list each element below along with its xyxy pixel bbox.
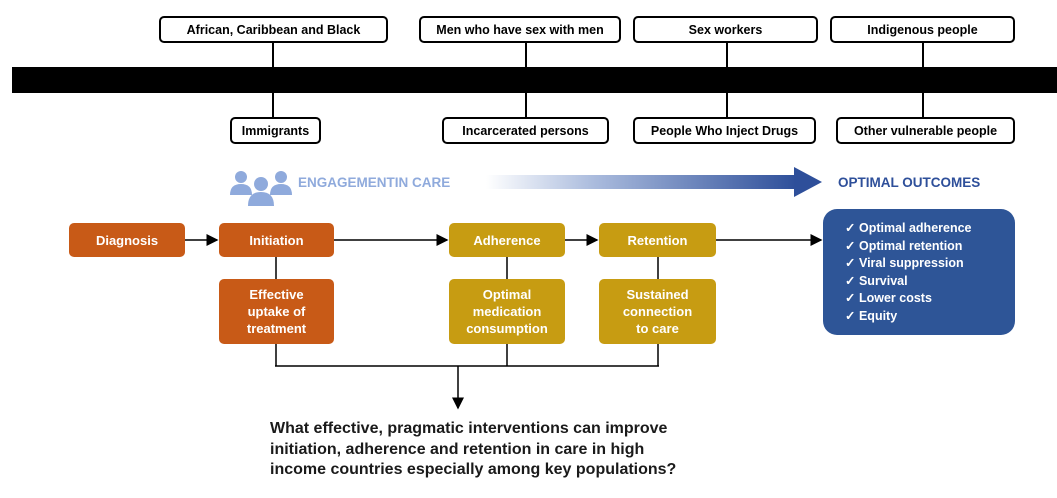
population-label: People Who Inject Drugs	[633, 117, 816, 144]
outcome-item: ✓ Optimal adherence	[845, 221, 972, 235]
outcome-item: ✓ Optimal retention	[845, 238, 963, 253]
population-bar	[12, 67, 1057, 93]
population-label: African, Caribbean and Black	[159, 16, 388, 43]
outcome-item: ✓ Viral suppression	[845, 256, 964, 270]
stage-retention: Retention	[599, 223, 716, 257]
result-initiation: Effective uptake of treatment	[219, 279, 334, 344]
population-label: Incarcerated persons	[442, 117, 609, 144]
population-label: Indigenous people	[830, 16, 1015, 43]
research-question: What effective, pragmatic interventions …	[270, 420, 677, 478]
result-adherence: Optimal medication consumption	[449, 279, 565, 344]
population-label: Men who have sex with men	[419, 16, 621, 43]
stage-adherence: Adherence	[449, 223, 565, 257]
stage-diagnosis: Diagnosis	[69, 223, 185, 257]
outcomes-box: ✓ Optimal adherence ✓ Optimal retention …	[823, 209, 1015, 335]
outcome-item: ✓ Survival	[845, 273, 908, 288]
people-icon	[230, 171, 292, 206]
engagement-title: ENGAGEMENTIN CARE	[298, 175, 451, 190]
result-retention: Sustained connection to care	[599, 279, 716, 344]
population-label: Immigrants	[230, 117, 321, 144]
outcome-item: ✓ Lower costs	[845, 291, 932, 305]
population-label: Other vulnerable people	[836, 117, 1015, 144]
engagement-arrow	[486, 167, 822, 197]
outcome-item: ✓ Equity	[845, 308, 898, 323]
population-label: Sex workers	[633, 16, 818, 43]
outcomes-title: OPTIMAL OUTCOMES	[838, 175, 981, 190]
stage-initiation: Initiation	[219, 223, 334, 257]
